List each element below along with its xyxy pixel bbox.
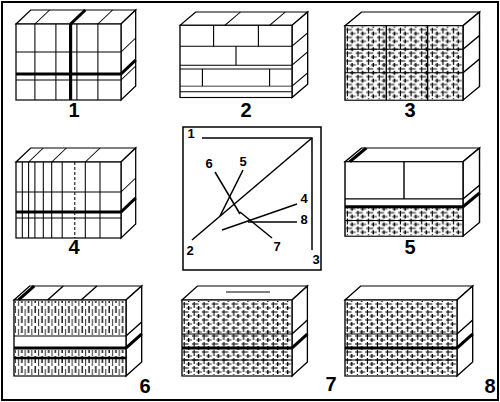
callout-number: 7 <box>325 374 336 394</box>
callout-number: 5 <box>404 237 415 257</box>
callout-number: 6 <box>205 157 212 170</box>
callout-number: 4 <box>300 192 307 205</box>
callout-number: 3 <box>312 253 319 266</box>
callout-number: 2 <box>240 100 251 120</box>
callout-number: 5 <box>239 155 246 168</box>
callout-number: 1 <box>68 100 79 120</box>
callout-number: 1 <box>187 127 194 140</box>
callout-number: 8 <box>484 376 495 396</box>
callout-number: 3 <box>404 100 415 120</box>
callout-number: 7 <box>273 240 280 253</box>
callout-number: 8 <box>300 213 307 226</box>
callout-number: 2 <box>186 244 193 257</box>
callout-number: 6 <box>139 376 150 396</box>
callout-number: 4 <box>68 237 79 257</box>
